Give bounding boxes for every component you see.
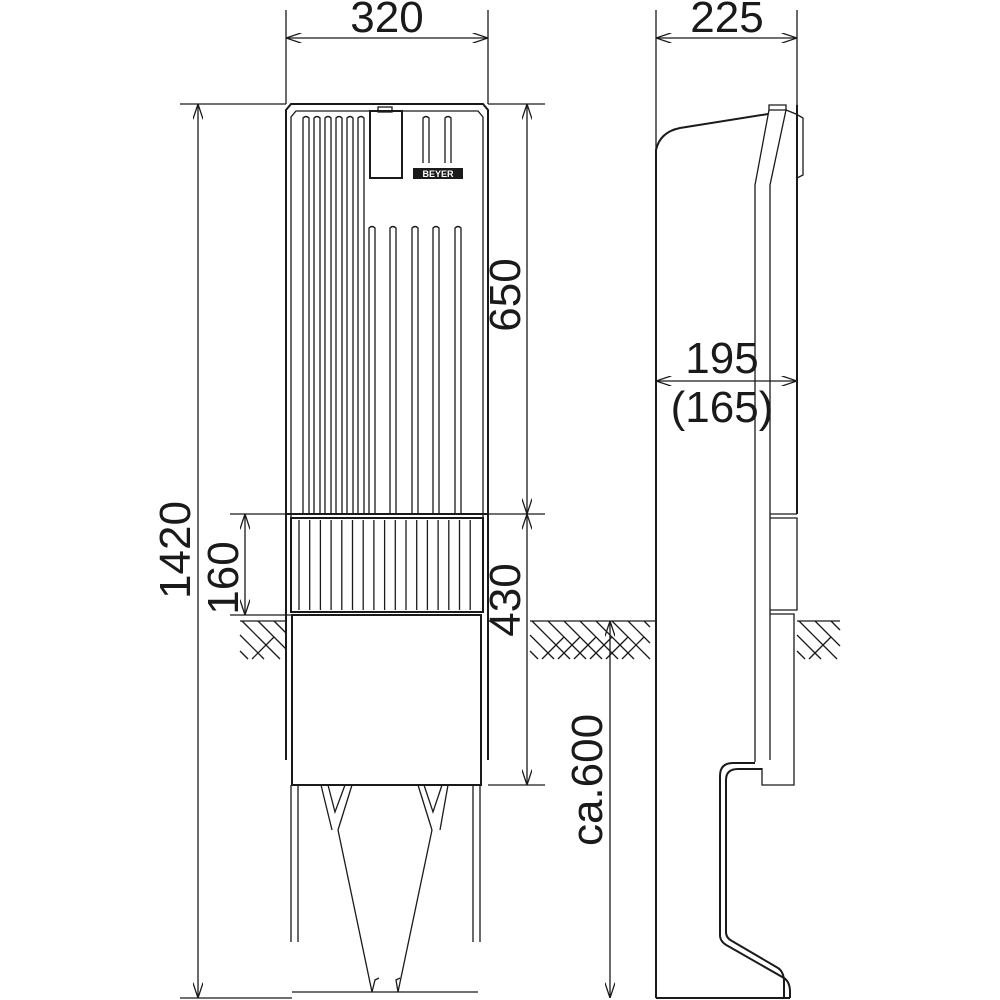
line	[798, 620, 838, 660]
dim-inner-depth-alt-label: (165)	[671, 383, 774, 432]
dim-lower-height-label: 430	[481, 563, 530, 636]
line	[273, 620, 287, 634]
rib	[346, 115, 354, 514]
line	[621, 636, 645, 660]
front-ribs-upper	[302, 115, 452, 514]
dim-inner-depth-label: 195	[685, 334, 758, 383]
dim-total-height-label: 1420	[151, 501, 200, 599]
line	[257, 620, 287, 650]
front-base-box	[291, 614, 482, 786]
rib	[444, 115, 452, 163]
top-tab	[377, 106, 393, 113]
line	[611, 620, 651, 660]
line	[251, 636, 275, 660]
dim-upper-height-label: 650	[481, 258, 530, 331]
rib	[389, 225, 397, 514]
rib	[335, 115, 343, 514]
line	[529, 634, 555, 660]
dim-width-label: 320	[350, 0, 423, 42]
line	[557, 636, 581, 660]
dimension-lines	[180, 10, 798, 999]
line	[627, 620, 651, 644]
line	[529, 650, 539, 660]
dim-depth-label: 225	[690, 0, 763, 42]
line	[808, 636, 832, 660]
front-ribs-band	[298, 520, 471, 610]
front-view: BEYER	[285, 103, 489, 993]
window-slot	[369, 110, 403, 179]
front-ribs-middle	[368, 225, 462, 514]
side-view	[655, 104, 804, 999]
rib	[422, 115, 430, 163]
logo-text: BEYER	[422, 169, 454, 179]
rib	[302, 115, 310, 514]
dim-band-height-label: 160	[199, 541, 248, 614]
line	[796, 650, 806, 660]
line	[830, 620, 841, 631]
line	[796, 634, 822, 660]
rib	[324, 115, 332, 514]
rib	[313, 115, 321, 514]
line	[814, 620, 841, 647]
rib	[357, 115, 365, 514]
line	[541, 636, 565, 660]
front-legs	[290, 784, 481, 993]
dim-burial-depth-label: ca.600	[563, 714, 612, 846]
rib	[411, 225, 419, 514]
rib	[432, 225, 440, 514]
rib	[368, 225, 376, 514]
front-band-panel	[290, 517, 484, 613]
line	[239, 650, 249, 660]
ground-hatching	[239, 620, 841, 660]
logo-plate	[413, 168, 463, 179]
line	[643, 620, 651, 628]
front-outer-body	[285, 103, 489, 612]
rib	[454, 225, 462, 514]
line	[241, 620, 281, 660]
line	[573, 636, 597, 660]
brand-logo: BEYER	[413, 168, 463, 179]
line	[239, 634, 265, 660]
